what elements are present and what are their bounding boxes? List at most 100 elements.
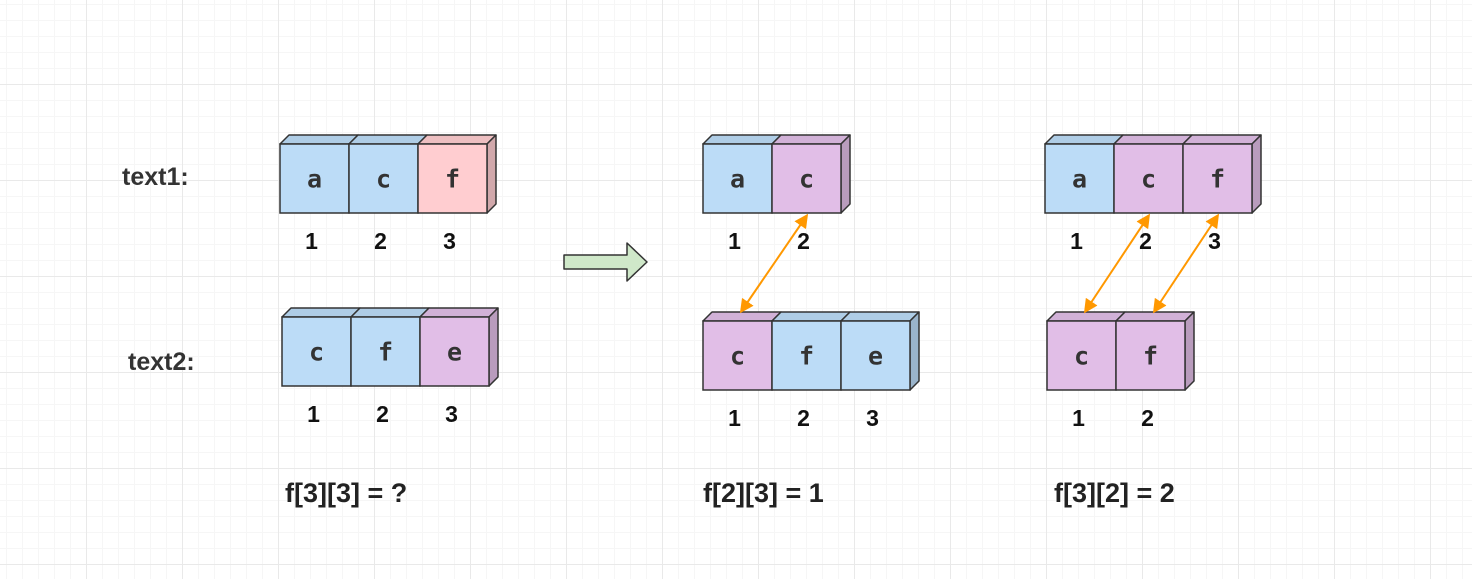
- text2-cell: f2: [771, 311, 851, 431]
- text1-label: text1:: [122, 163, 189, 191]
- cell-index: 3: [445, 401, 458, 427]
- cell-top-face: [281, 307, 361, 318]
- cell-front-face: [1115, 320, 1186, 391]
- cell-side-face: [1184, 311, 1195, 391]
- cell-top-face: [419, 307, 499, 318]
- cell-index: 2: [797, 405, 810, 431]
- cell-index: 1: [307, 401, 320, 427]
- cell-char: a: [307, 165, 322, 194]
- cell-top-face: [702, 311, 782, 322]
- cell-top-face: [702, 134, 782, 145]
- text2-cell: f2: [350, 307, 430, 427]
- text2-cell: f2: [1115, 311, 1195, 431]
- cell-char: f: [1143, 342, 1158, 371]
- cell-front-face: [1044, 143, 1115, 214]
- cell-index: 1: [305, 228, 318, 254]
- match-link-arrow: [1083, 213, 1151, 314]
- cell-front-face: [1113, 143, 1184, 214]
- match-link-arrow: [1152, 213, 1220, 314]
- transition-arrow: [563, 242, 648, 282]
- text2-cell: c1: [702, 311, 782, 431]
- cell-char: e: [447, 338, 462, 367]
- text2-label: text2:: [128, 348, 195, 376]
- formula-initial: f[3][3] = ?: [285, 478, 407, 508]
- cell-char: c: [799, 165, 814, 194]
- cell-char: e: [868, 342, 883, 371]
- cell-front-face: [348, 143, 419, 214]
- match-link-arrow: [739, 213, 809, 314]
- cell-front-face: [1182, 143, 1253, 214]
- cell-char: f: [799, 342, 814, 371]
- cell-char: f: [378, 338, 393, 367]
- cell-index: 1: [1072, 405, 1085, 431]
- cell-char: c: [1074, 342, 1089, 371]
- cell-index: 3: [866, 405, 879, 431]
- text1-cell: a1: [1044, 134, 1124, 254]
- cell-side-face: [488, 307, 499, 387]
- text1-cell: a1: [702, 134, 782, 254]
- cell-side-face: [486, 134, 497, 214]
- cell-char: f: [1210, 165, 1225, 194]
- cell-char: c: [376, 165, 391, 194]
- formula-case-b: f[3][2] = 2: [1054, 478, 1175, 508]
- cell-top-face: [350, 307, 430, 318]
- cell-top-face: [1046, 311, 1126, 322]
- cell-top-face: [840, 311, 920, 322]
- text2-cell: e3: [840, 311, 920, 431]
- cell-top-face: [1044, 134, 1124, 145]
- cell-top-face: [771, 134, 851, 145]
- cell-front-face: [840, 320, 911, 391]
- cell-index: 3: [443, 228, 456, 254]
- cell-index: 3: [1208, 228, 1221, 254]
- text1-cell: f3: [1182, 134, 1262, 254]
- cell-top-face: [417, 134, 497, 145]
- text1-cell: f3: [417, 134, 497, 254]
- text1-cell: c2: [771, 134, 851, 254]
- formula-case-a: f[2][3] = 1: [703, 478, 824, 508]
- cell-front-face: [702, 143, 773, 214]
- text1-cell: a1: [279, 134, 359, 254]
- cell-side-face: [840, 134, 851, 214]
- cell-index: 2: [797, 228, 810, 254]
- cell-front-face: [279, 143, 350, 214]
- cell-front-face: [350, 316, 421, 387]
- cell-char: c: [1141, 165, 1156, 194]
- cell-index: 1: [728, 405, 741, 431]
- text2-cell: e3: [419, 307, 499, 427]
- text2-cell: c1: [281, 307, 361, 427]
- cell-side-face: [1251, 134, 1262, 214]
- cell-front-face: [771, 143, 842, 214]
- cell-char: c: [309, 338, 324, 367]
- cell-top-face: [771, 311, 851, 322]
- cell-index: 2: [374, 228, 387, 254]
- cell-side-face: [909, 311, 920, 391]
- cell-top-face: [1182, 134, 1262, 145]
- cell-top-face: [1113, 134, 1193, 145]
- cell-front-face: [702, 320, 773, 391]
- cell-front-face: [771, 320, 842, 391]
- text2-cell: c1: [1046, 311, 1126, 431]
- text1-cell: c2: [348, 134, 428, 254]
- cell-index: 2: [376, 401, 389, 427]
- cell-top-face: [348, 134, 428, 145]
- cell-char: c: [730, 342, 745, 371]
- cell-top-face: [279, 134, 359, 145]
- text1-cell: c2: [1113, 134, 1193, 254]
- cell-index: 2: [1139, 228, 1152, 254]
- cell-front-face: [419, 316, 490, 387]
- cell-char: a: [730, 165, 745, 194]
- cell-front-face: [417, 143, 488, 214]
- cell-index: 1: [1070, 228, 1083, 254]
- cell-char: a: [1072, 165, 1087, 194]
- cell-index: 2: [1141, 405, 1154, 431]
- cell-char: f: [445, 165, 460, 194]
